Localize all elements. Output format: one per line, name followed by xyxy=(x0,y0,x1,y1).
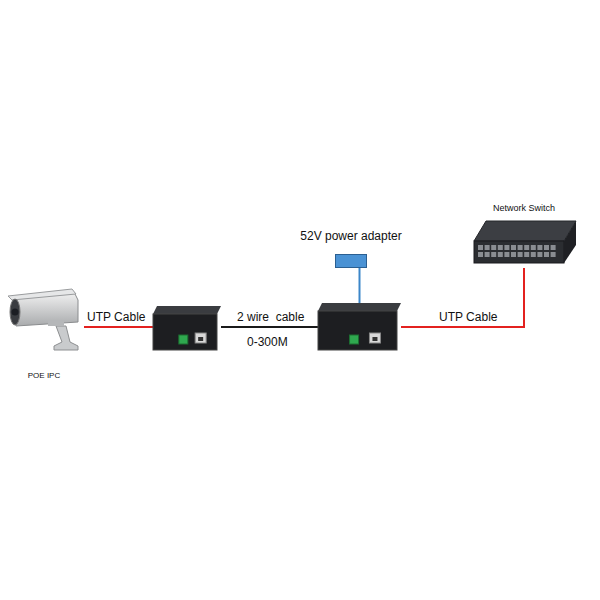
extender-front xyxy=(153,314,217,350)
extender-top xyxy=(153,306,221,314)
switch-port xyxy=(531,245,536,250)
switch-port xyxy=(504,245,509,250)
switch-port xyxy=(491,245,496,250)
cable-line xyxy=(401,268,524,327)
switch-port xyxy=(551,245,556,250)
switch-port xyxy=(511,245,516,250)
switch-port xyxy=(518,245,523,250)
distance-label: 0-300M xyxy=(246,336,289,350)
extender-illustration xyxy=(318,303,401,350)
extender-front xyxy=(318,311,397,350)
switch-port xyxy=(524,252,529,257)
switch-illustration xyxy=(472,219,576,267)
extender-illustration xyxy=(153,306,221,350)
cable-label: UTP Cable xyxy=(438,311,498,325)
device-label: Network Switch xyxy=(493,203,555,213)
camera-illustration xyxy=(4,286,84,352)
network-switch: Network Switch xyxy=(466,203,582,268)
switch-side xyxy=(564,221,576,263)
rj45-opening xyxy=(372,337,377,341)
switch-port xyxy=(518,252,523,257)
terminal-block xyxy=(350,335,359,344)
camera-mount xyxy=(48,320,64,326)
camera-sunshade xyxy=(8,289,76,300)
cable-label: UTP Cable xyxy=(86,311,146,325)
extender-top xyxy=(318,303,401,311)
device-label: POE IPC xyxy=(28,371,60,380)
camera-front xyxy=(10,299,20,325)
switch-port xyxy=(537,245,542,250)
camera-lens xyxy=(12,309,19,316)
rj45-port xyxy=(195,333,206,343)
switch-port xyxy=(498,245,503,250)
switch-port xyxy=(544,245,549,250)
cable-line xyxy=(84,326,153,328)
switch-front xyxy=(474,241,564,263)
cable-line xyxy=(359,268,361,303)
switch-top xyxy=(474,221,576,241)
switch-port xyxy=(485,245,490,250)
rj45-opening xyxy=(198,337,203,341)
poe-extender xyxy=(153,306,221,350)
camera-bracket xyxy=(54,326,78,350)
switch-port xyxy=(524,245,529,250)
poe-extender xyxy=(318,303,401,350)
switch-port xyxy=(485,252,490,257)
device-label: 52V power adapter xyxy=(300,230,401,244)
ip-camera: POE IPC xyxy=(4,286,84,380)
cable-line xyxy=(221,326,318,328)
adapter-box xyxy=(336,255,367,268)
rj45-port xyxy=(369,333,380,343)
switch-port xyxy=(478,252,483,257)
switch-port xyxy=(478,245,483,250)
switch-port xyxy=(537,252,542,257)
switch-port xyxy=(531,252,536,257)
switch-port xyxy=(551,252,556,257)
switch-port xyxy=(504,252,509,257)
power-adapter: 52V power adapter xyxy=(296,230,406,268)
switch-port xyxy=(491,252,496,257)
switch-port xyxy=(544,252,549,257)
cable-label: 2 wire cable xyxy=(236,311,305,325)
terminal-block xyxy=(179,335,188,344)
switch-port xyxy=(511,252,516,257)
switch-port xyxy=(498,252,503,257)
adapter-illustration xyxy=(335,254,367,268)
